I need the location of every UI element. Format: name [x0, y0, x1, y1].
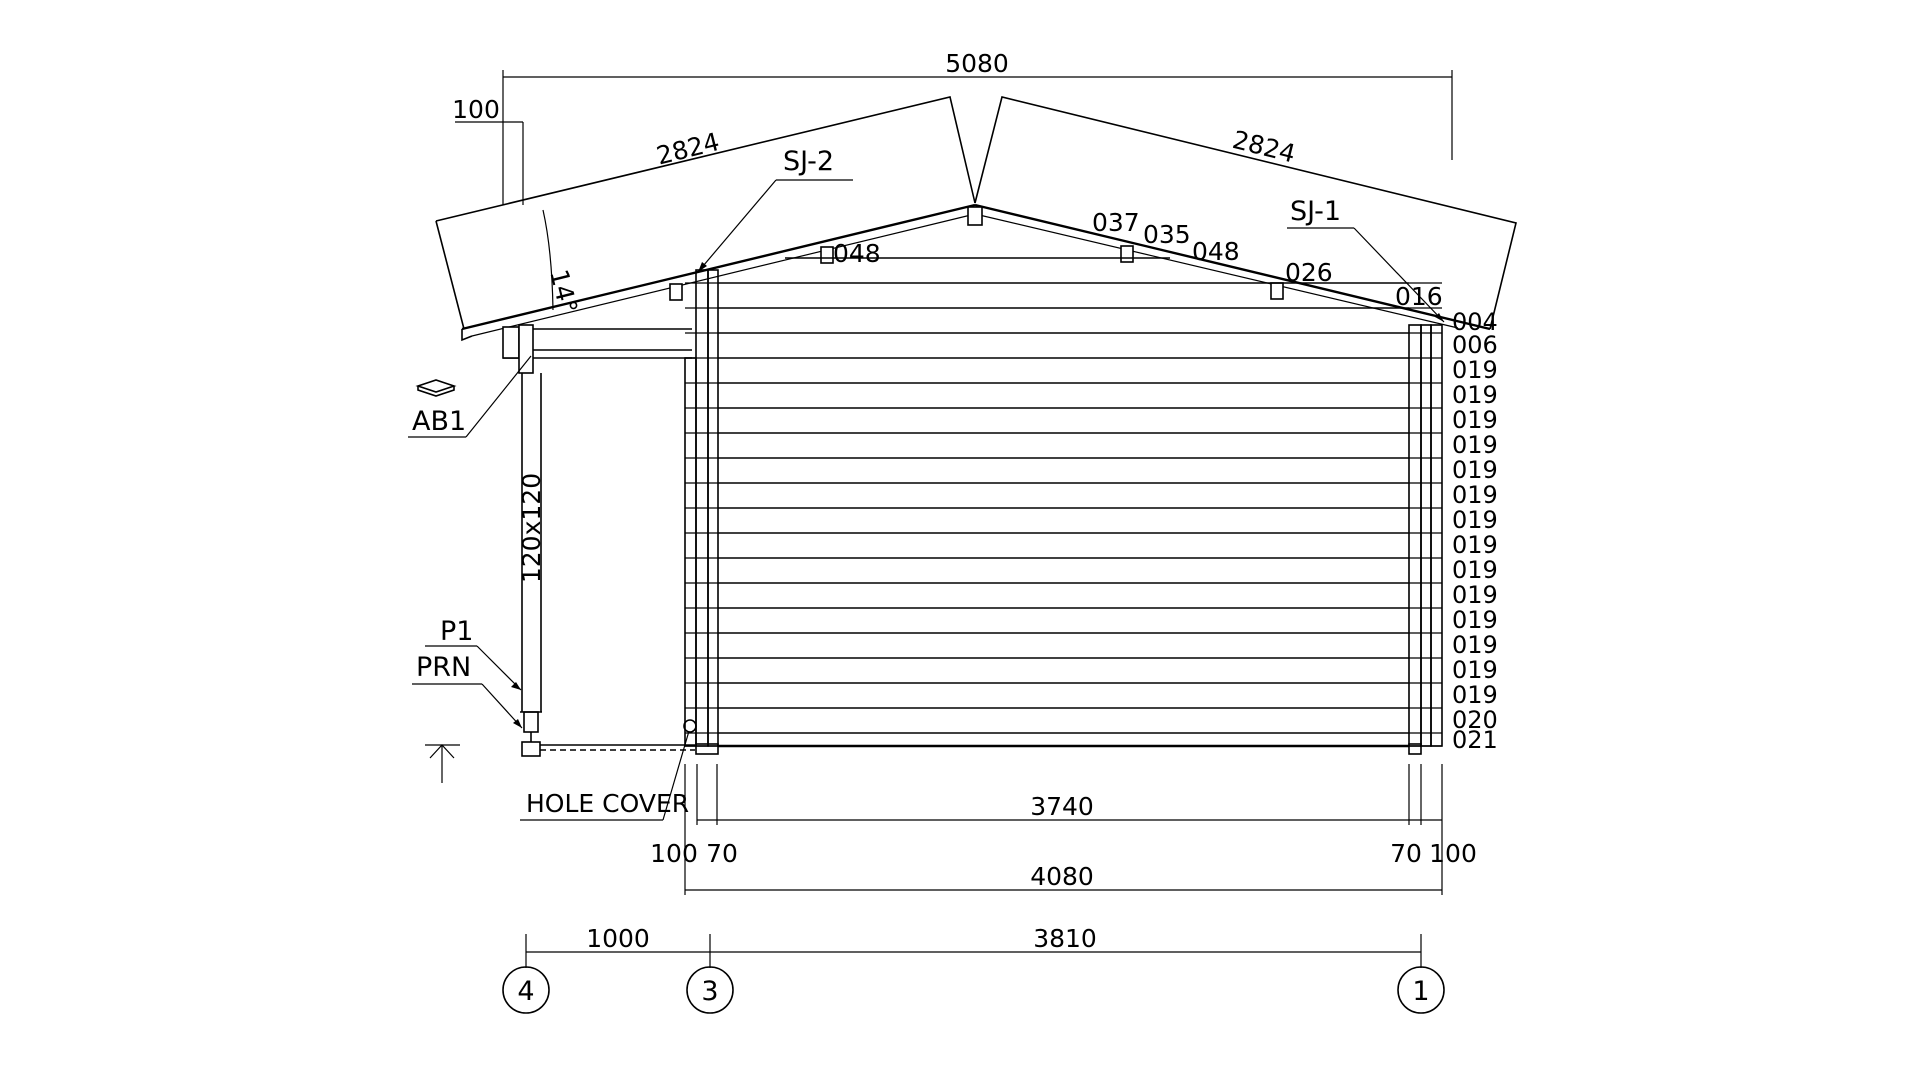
roof-part-048-right: 048 [1192, 237, 1240, 266]
right-end-100: 100 [1429, 839, 1477, 868]
p1-label: P1 [440, 616, 473, 647]
log-label: 019 [1452, 406, 1498, 434]
roof-left-length-label: 2824 [654, 127, 723, 171]
grid-span-3-1: 3810 [1033, 924, 1097, 953]
log-label: 004 [1452, 308, 1498, 336]
prn-label: PRN [416, 652, 471, 683]
wall-log-lines [685, 282, 1442, 748]
roof-part-048-left: 048 [833, 239, 881, 268]
grid-axis-1-label: 1 [1412, 976, 1429, 1007]
grid-axis-4: 4 [502, 966, 550, 1014]
left-end-70: 70 [706, 839, 738, 868]
log-label: 019 [1452, 506, 1498, 534]
sj2-label: SJ-2 [783, 146, 834, 177]
left-end-100: 100 [650, 839, 698, 868]
grid-axis-4-label: 4 [517, 976, 534, 1007]
roof-part-026: 026 [1285, 258, 1333, 287]
overhang-label: 100 [452, 95, 500, 124]
ab1-label: AB1 [412, 406, 466, 437]
log-label: 019 [1452, 606, 1498, 634]
hole-cover-callout: HOLE COVER [520, 730, 690, 821]
roof-part-035: 035 [1143, 220, 1191, 249]
grid-span-4-3: 1000 [586, 924, 650, 953]
log-label: 019 [1452, 656, 1498, 684]
log-label: 019 [1452, 481, 1498, 509]
log-label: 006 [1452, 331, 1498, 359]
grid-axis-3: 3 [686, 966, 734, 1014]
log-label: 019 [1452, 356, 1498, 384]
log-label: 019 [1452, 531, 1498, 559]
grid-axis-3-label: 3 [701, 976, 718, 1007]
wall [683, 269, 1443, 755]
right-end-70: 70 [1390, 839, 1422, 868]
log-label: 021 [1452, 726, 1498, 754]
log-label: 019 [1452, 431, 1498, 459]
hole-cover-label: HOLE COVER [526, 789, 689, 818]
roof-part-labels: 037 035 048 048 026 016 [833, 208, 1443, 311]
overall-width-label: 5080 [945, 49, 1009, 78]
log-label: 019 [1452, 556, 1498, 584]
bottom-dimensions: 3740 4080 100 70 70 100 [650, 764, 1477, 895]
log-label: 019 [1452, 581, 1498, 609]
overhang-dimension: 100 [452, 95, 524, 205]
roof-part-037: 037 [1092, 208, 1140, 237]
log-label: 019 [1452, 631, 1498, 659]
wall-outer-dimension: 4080 [1030, 862, 1094, 891]
grid-axis-1: 1 [1397, 966, 1445, 1014]
wall-inner-dimension: 3740 [1030, 792, 1094, 821]
grid-dimensions: 1000 3810 [525, 924, 1422, 968]
overall-width-dimension: 5080 [502, 49, 1453, 205]
log-label-list: 004 006 019 019 019 019 019 019 019 019 … [1452, 308, 1498, 754]
porch: 120x120 AB1 P1 PRN [408, 324, 695, 783]
post-size-label: 120x120 [517, 473, 546, 583]
log-label: 020 [1452, 706, 1498, 734]
roof: 2824 2824 14° [435, 96, 1517, 342]
sj1-label: SJ-1 [1290, 196, 1341, 227]
log-label: 019 [1452, 681, 1498, 709]
log-label: 019 [1452, 381, 1498, 409]
sj1-callout: SJ-1 [1287, 196, 1445, 323]
log-label: 019 [1452, 456, 1498, 484]
